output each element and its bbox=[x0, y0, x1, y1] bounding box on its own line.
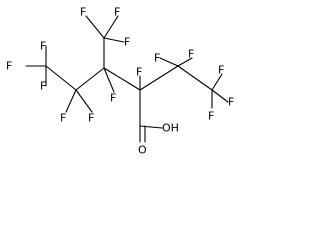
bond bbox=[159, 57, 179, 67]
bond bbox=[211, 89, 229, 103]
bond bbox=[103, 67, 141, 91]
bond bbox=[177, 65, 213, 91]
bond bbox=[211, 73, 223, 91]
fluorine-label: F bbox=[114, 6, 120, 19]
fluorine-label: F bbox=[80, 6, 86, 19]
oh-label: OH bbox=[162, 122, 179, 135]
bond bbox=[177, 57, 193, 67]
fluorine-label: F bbox=[110, 92, 116, 105]
fluorine-label: F bbox=[188, 48, 194, 61]
fluorine-label: F bbox=[154, 52, 160, 65]
fluorine-label: F bbox=[60, 112, 66, 125]
bond-lines bbox=[25, 15, 229, 143]
fluorine-label: F bbox=[228, 96, 234, 109]
fluorine-label: F bbox=[88, 112, 94, 125]
bond bbox=[139, 125, 163, 129]
bond bbox=[85, 15, 105, 39]
oxygen-label: O bbox=[138, 144, 147, 157]
bond bbox=[103, 37, 125, 43]
bond bbox=[103, 67, 115, 93]
bond bbox=[139, 65, 179, 91]
bond bbox=[45, 65, 77, 91]
fluorine-label: F bbox=[40, 40, 46, 53]
fluorine-label: F bbox=[218, 64, 224, 77]
fluorine-label: F bbox=[208, 110, 214, 123]
fluorine-label: F bbox=[40, 80, 46, 93]
fluorine-label: F bbox=[136, 66, 142, 79]
fluorine-label: F bbox=[6, 60, 12, 73]
bond bbox=[75, 67, 105, 91]
atom-labels: F F F F F F F F F F F F F F F OH O bbox=[6, 6, 234, 157]
bond bbox=[65, 89, 77, 113]
fluorine-label: F bbox=[124, 36, 130, 49]
bond bbox=[103, 15, 119, 39]
bond bbox=[75, 89, 93, 113]
chemical-structure: F F F F F F F F F F F F F F F OH O bbox=[6, 6, 234, 157]
